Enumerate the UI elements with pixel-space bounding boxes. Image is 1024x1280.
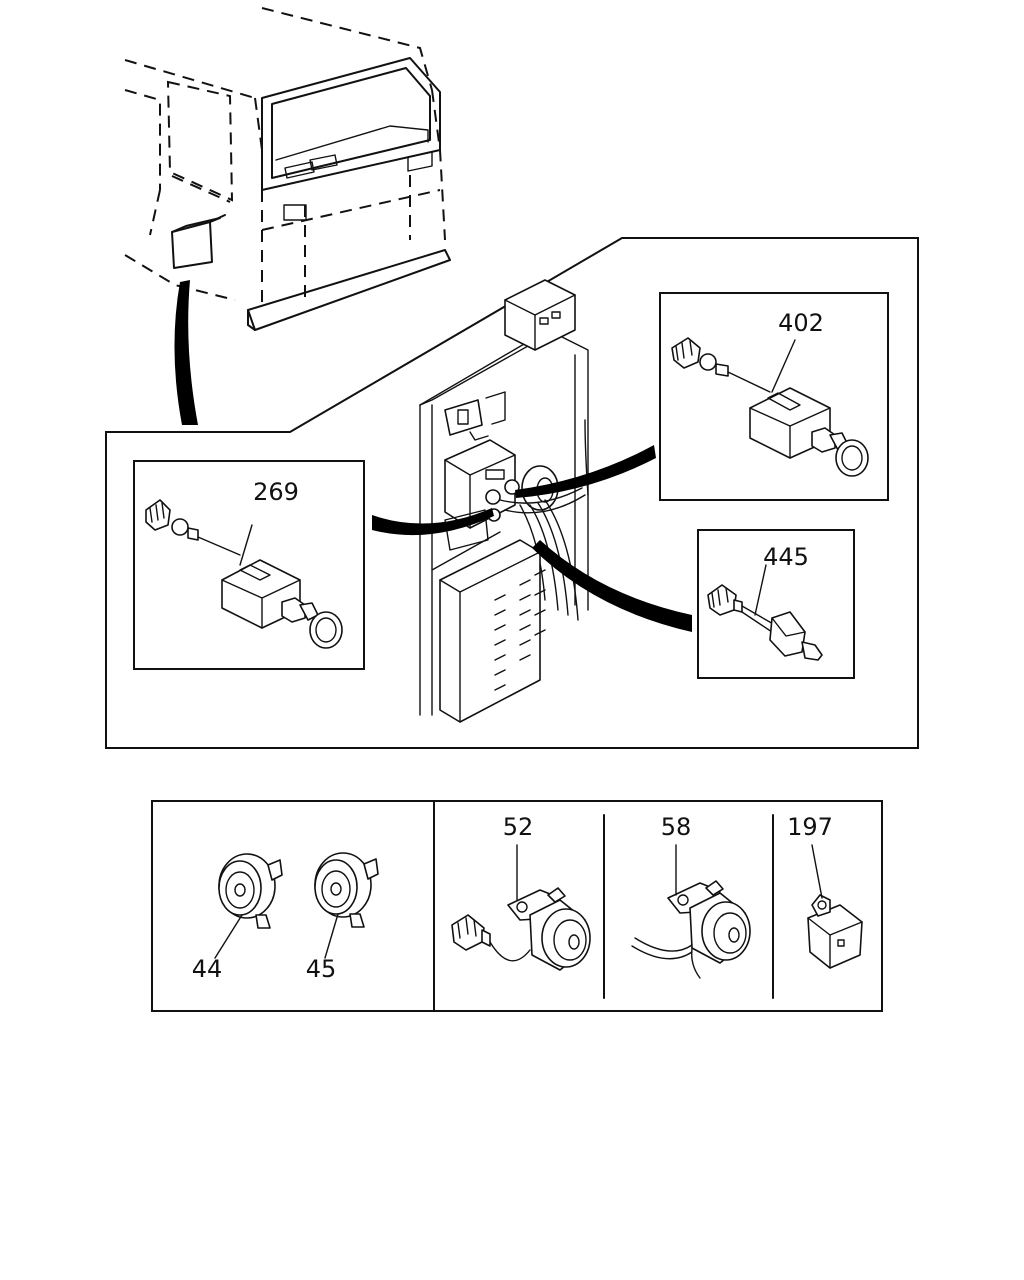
- callout-45: 45: [306, 955, 337, 983]
- buzzer-52-illustration: [451, 844, 591, 971]
- callout-445: 445: [763, 543, 809, 571]
- buzzer-197-illustration: [807, 844, 863, 969]
- callout-197: 197: [787, 813, 833, 841]
- truck-cab-illustration: [124, 7, 451, 425]
- pull-switch-402-illustration: [671, 337, 869, 477]
- horn-44-illustration: [214, 853, 283, 959]
- leader-402: [515, 445, 656, 498]
- pressure-switch-445-illustration: [707, 564, 823, 661]
- callout-402: 402: [778, 309, 824, 337]
- horn-45-illustration: [314, 852, 379, 959]
- callout-269: 269: [253, 478, 299, 506]
- callout-44: 44: [192, 955, 223, 983]
- leader-269: [372, 508, 494, 536]
- callout-52: 52: [503, 813, 534, 841]
- leader-445: [532, 540, 692, 632]
- pull-switch-269-illustration: [145, 499, 343, 649]
- electrical-panel-illustration: [419, 279, 589, 723]
- callout-58: 58: [661, 813, 692, 841]
- buzzer-58-illustration: [631, 844, 751, 979]
